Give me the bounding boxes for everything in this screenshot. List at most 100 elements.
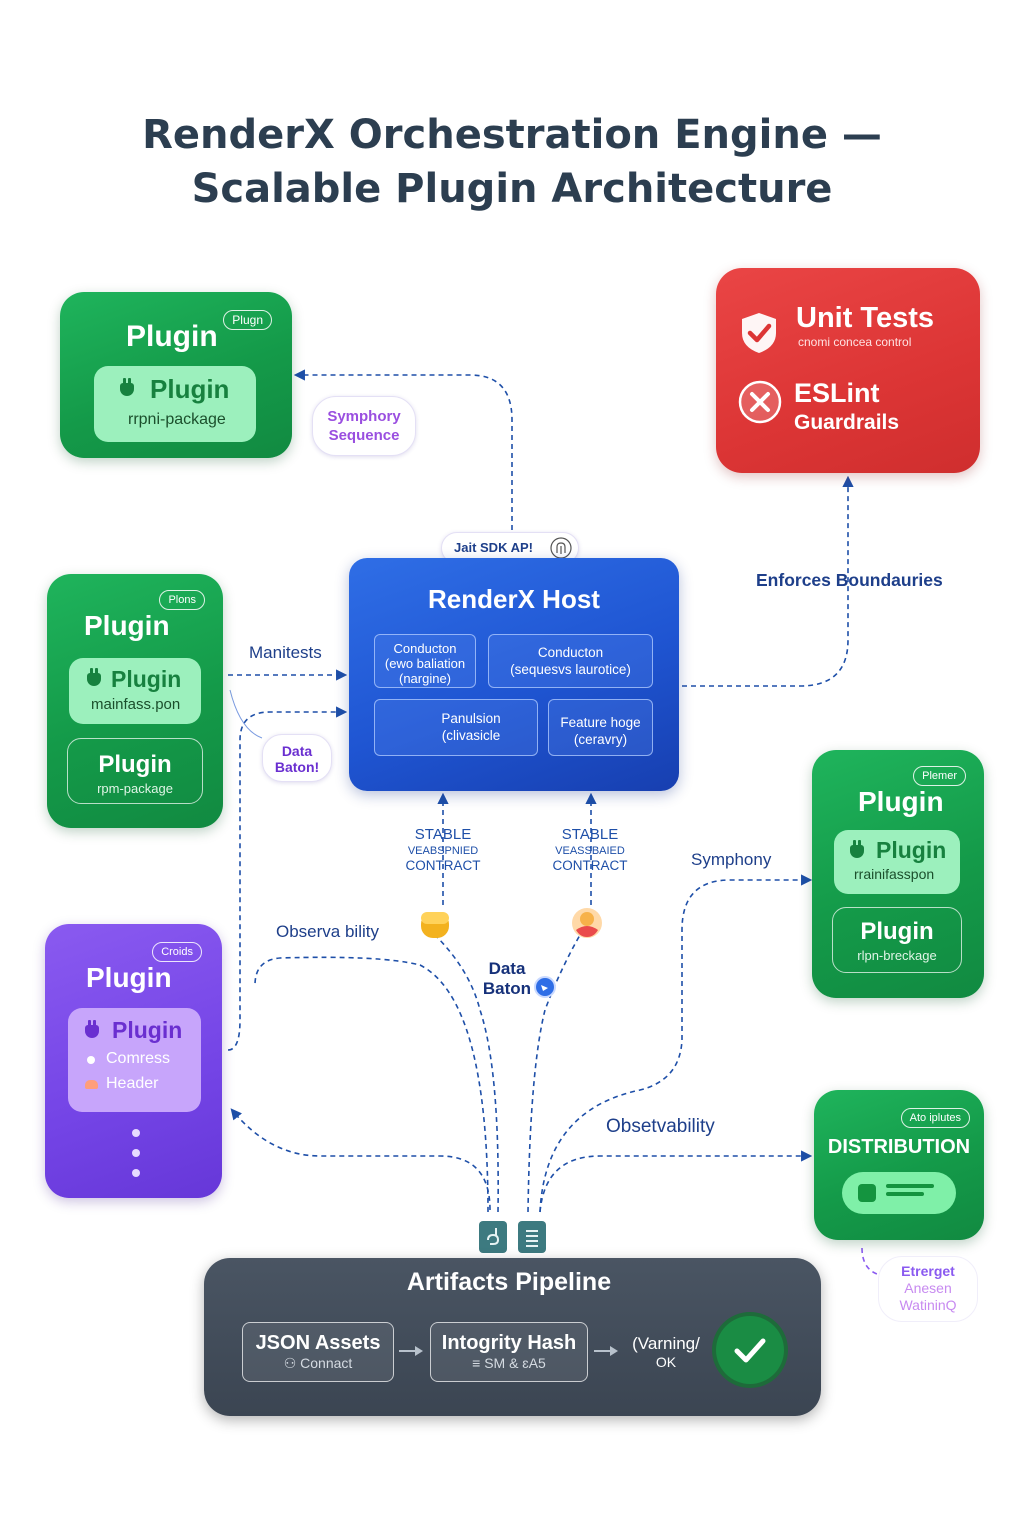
distribution-title: DISTRIBUTION [827, 1136, 971, 1158]
plugin-inner-module[interactable]: Plugin Comress Header [68, 1008, 201, 1112]
title-line-2: Scalable Plugin Architecture [191, 166, 833, 212]
plugin-inner-title: Plugin [860, 918, 934, 945]
json-assets-title: JSON Assets [255, 1332, 381, 1354]
baton-line-1: Data [488, 959, 526, 978]
header-icon [85, 1080, 98, 1089]
plugin-tag: Plons [159, 590, 205, 610]
observability-left-label: Observa bility [276, 922, 379, 941]
manifests-label: Manitests [249, 643, 322, 662]
package-icon [842, 1172, 956, 1214]
integrity-hash-title: Intogrity Hash [441, 1332, 577, 1354]
plugin-card-mid-left[interactable]: Plons Plugin Plugin mainfass.pon Plugin … [47, 574, 223, 828]
bubble-line-1: Data [281, 743, 313, 759]
distribution-card[interactable]: Ato iplutes DISTRIBUTION [814, 1090, 984, 1240]
contract-line-2: VEASSBAIED [555, 845, 625, 857]
artifacts-pipeline-card[interactable]: Artifacts Pipeline JSON Assets ⚇ Connact… [204, 1258, 821, 1416]
host-module-1[interactable]: Conducton (ewo baliation (nargine) [374, 634, 476, 688]
plugin-inner-package[interactable]: Plugin rpm-package [67, 738, 203, 804]
bubble-line-2: Sequence [328, 427, 400, 444]
json-assets-sub-text: Connact [300, 1355, 353, 1371]
renderx-host-card[interactable]: RenderX Host Conducton (ewo baliation (n… [349, 558, 679, 791]
contract-line-1: STABLE [561, 826, 619, 843]
plug-icon [850, 840, 864, 860]
json-assets-subtitle: ⚇ Connact [243, 1355, 393, 1372]
plugin-tag: Plugn [223, 310, 272, 330]
bubble-line-2: Anesen [904, 1280, 952, 1296]
eslint-subtitle: Guardrails [794, 411, 900, 434]
eslint-title: ESLint [794, 378, 880, 408]
wire-symphony-right [539, 874, 813, 1213]
shield-check-icon [742, 313, 776, 353]
plugin-inner-subtitle: rrpni-package [128, 411, 226, 428]
bullet-icon [87, 1056, 95, 1064]
unit-tests-card[interactable]: Unit Tests cnomi concea control ESLint G… [716, 268, 980, 473]
plugin-card-purple[interactable]: Croids Plugin Plugin Comress Header [45, 924, 222, 1198]
baton-line-2: Baton [482, 979, 532, 998]
plugin-inner-module[interactable]: Plugin rrainifasspon [834, 830, 960, 894]
warning-status-label: (Varning/ OK [624, 1334, 708, 1370]
plugin-inner-module[interactable]: Plugin rrpni-package [94, 366, 256, 442]
wire-data-baton-left [227, 706, 348, 1051]
check-circle-icon[interactable] [710, 1310, 790, 1390]
bubble-line-3: WatininQ [899, 1297, 957, 1313]
plugin-inner-package[interactable]: Plugin rlpn-breckage [832, 907, 962, 973]
wire-to-distribution [539, 1150, 813, 1213]
distribution-tag: Ato iplutes [900, 1108, 970, 1128]
wire-baton-center-2 [527, 934, 581, 1213]
host-title: RenderX Host [428, 584, 600, 614]
plugin-inner-subtitle: rrainifasspon [854, 866, 935, 882]
data-baton-center-label: Data Baton [470, 959, 544, 999]
plugin-title: Plugin [84, 610, 170, 641]
pipeline-title: Artifacts Pipeline [406, 1268, 612, 1296]
baton-node-right-icon [572, 908, 602, 938]
plug-icon [85, 1020, 99, 1040]
wire-etergent [861, 1247, 881, 1276]
hash-icon: ≡ [472, 1355, 485, 1371]
plugin-inner-title: Plugin [98, 751, 172, 778]
bubble-line-1: Etrerget [901, 1263, 955, 1279]
sdk-badge-text: Jait SDK AP! [454, 540, 533, 555]
bubble-line-1: Symphory [327, 408, 401, 425]
plugin-title: Plugin [86, 962, 172, 993]
plug-icon [87, 668, 101, 688]
wire-to-purple-plugin [230, 1108, 491, 1211]
baton-pointer-icon [534, 976, 556, 998]
integrity-hash-box[interactable]: Intogrity Hash ≡ SM & ɛA5 [430, 1322, 588, 1382]
diagram-title: RenderX Orchestration Engine — Scalable … [0, 108, 1024, 216]
contract-line-2: VEABSPNIED [407, 845, 479, 857]
plugin-item-1: Comress [106, 1050, 171, 1067]
integrity-hash-subtitle: ≡ SM & ɛA5 [431, 1355, 587, 1371]
warning-line-2: OK [655, 1354, 677, 1370]
arrow-right-icon [399, 1346, 423, 1356]
host-module-2[interactable]: Conducton (sequesvs laurotice) [488, 634, 653, 688]
vertical-dots-icon[interactable] [132, 1129, 140, 1189]
contract-left-label: STABLE VEABSPNIED CONTRACT [393, 826, 493, 874]
plugin-inner-subtitle: rlpn-breckage [857, 948, 937, 963]
plugin-inner-title: Plugin [150, 374, 230, 404]
wire-baton-center-1 [434, 934, 499, 1213]
file-list-icon [518, 1221, 546, 1253]
plugin-tag: Plemer [913, 766, 966, 786]
arrow-right-icon [594, 1346, 618, 1356]
plugin-card-top-left[interactable]: Plugn Plugin Plugin rrpni-package [60, 292, 292, 458]
plugin-title: Plugin [126, 320, 218, 353]
plugin-item-2: Header [106, 1075, 159, 1092]
observability-right-label: Obsetvability [606, 1116, 715, 1137]
wire-observability-left [254, 956, 489, 1213]
symphony-right-label: Symphony [691, 850, 772, 869]
host-module-4[interactable]: Feature hoge (ceravry) [548, 699, 653, 756]
baton-node-left-icon [421, 912, 449, 938]
plugin-inner-module[interactable]: Plugin mainfass.pon [69, 658, 201, 724]
plugin-inner-subtitle: rpm-package [97, 781, 173, 796]
host-module-3[interactable]: Panulsion (clivasicle [374, 699, 538, 756]
etergent-warning-bubble: Etrerget Anesen WatininQ [878, 1256, 978, 1322]
contract-line-1: STABLE [414, 826, 472, 843]
plugin-tag: Croids [152, 942, 202, 962]
bubble-line-2: Baton! [274, 759, 320, 775]
title-line-1: RenderX Orchestration Engine — [142, 112, 882, 158]
contract-right-label: STABLE VEASSBAIED CONTRACT [540, 826, 640, 874]
unit-tests-title: Unit Tests [796, 302, 935, 334]
json-assets-box[interactable]: JSON Assets ⚇ Connact [242, 1322, 394, 1382]
plugin-card-right[interactable]: Plemer Plugin Plugin rrainifasspon Plugi… [812, 750, 984, 998]
plug-icon [120, 378, 134, 398]
